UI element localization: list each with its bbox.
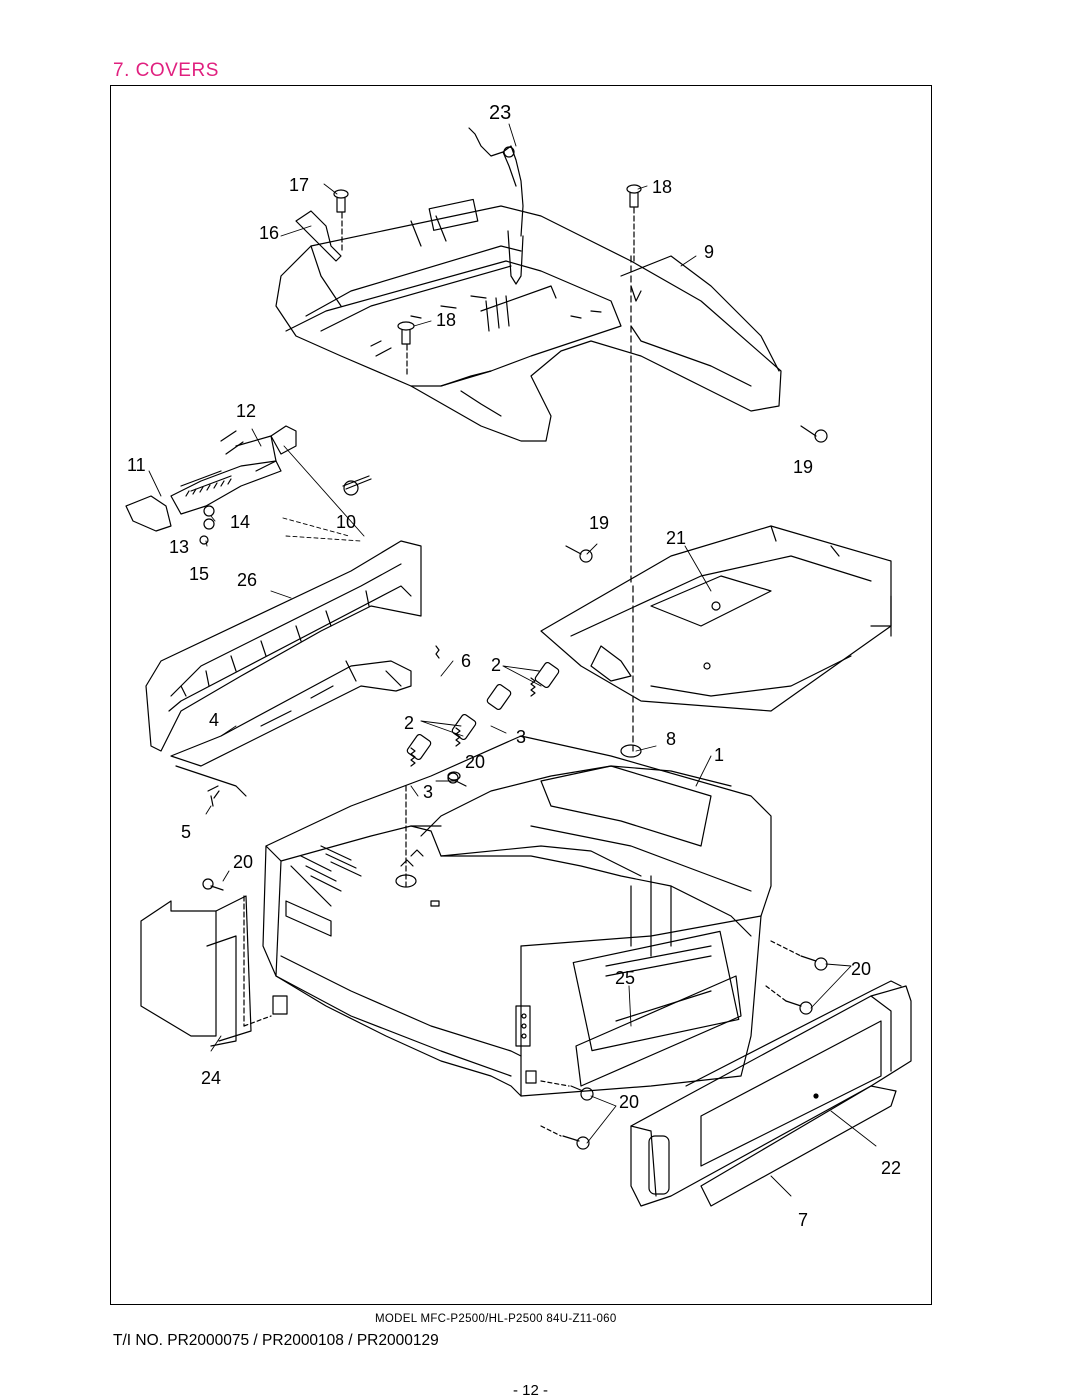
callout-11: 11	[127, 455, 146, 475]
label-part-25	[575, 975, 742, 1087]
callout-17: 17	[289, 175, 310, 195]
side-panel-part-24	[140, 895, 272, 1047]
rollers-springs-2-3	[406, 645, 560, 781]
paper-guide-parts-11-12	[125, 425, 372, 545]
callout-5: 5	[181, 822, 192, 842]
callout-20: 20	[619, 1092, 640, 1112]
screws-17-18	[333, 184, 642, 377]
wire-part-23	[468, 127, 524, 237]
page-number: - 12 -	[513, 1382, 549, 1399]
leader-lines	[148, 123, 877, 1197]
callout-20: 20	[233, 852, 254, 872]
callout-18: 18	[652, 177, 673, 197]
callout-16: 16	[259, 223, 280, 243]
callout-12: 12	[236, 401, 257, 421]
model-line: MODEL MFC-P2500/HL-P2500 84U-Z11-060	[375, 1313, 617, 1325]
bracket-part-16	[295, 210, 342, 262]
callout-18: 18	[436, 310, 457, 330]
front-cover-part-26	[145, 540, 422, 752]
screws-19-20	[202, 425, 828, 1150]
callout-20: 20	[465, 752, 486, 772]
callout-22: 22	[881, 1158, 902, 1178]
exploded-view-drawing	[125, 123, 912, 1207]
callout-6: 6	[461, 651, 472, 671]
callout-20: 20	[851, 959, 872, 979]
callout-24: 24	[201, 1068, 222, 1088]
callout-2: 2	[404, 713, 415, 733]
scanner-unit-part-21	[540, 525, 892, 712]
section-title: 7. COVERS	[113, 60, 219, 81]
callout-23: 23	[489, 102, 512, 124]
callout-10: 10	[336, 512, 357, 532]
callout-14: 14	[230, 512, 251, 532]
callout-2: 2	[491, 655, 502, 675]
callout-25: 25	[615, 968, 636, 988]
ti-number-line: T/I NO. PR2000075 / PR2000108 / PR200012…	[113, 1332, 439, 1349]
callout-13: 13	[169, 537, 190, 557]
paper-tray-cover-part-22	[630, 980, 912, 1207]
callout-4: 4	[209, 710, 220, 730]
callout-19: 19	[793, 457, 814, 477]
callout-21: 21	[666, 528, 687, 548]
callout-3: 3	[516, 727, 527, 747]
callout-3: 3	[423, 782, 434, 802]
callout-19: 19	[589, 513, 610, 533]
exploded-view-frame: 23 17 18 16 9 18 12 11 19 14 10 19 21 13…	[110, 85, 932, 1305]
callout-9: 9	[704, 242, 715, 262]
paper-exit-roller-part-4	[170, 660, 412, 807]
callout-7: 7	[798, 1210, 809, 1230]
callout-1: 1	[714, 745, 725, 765]
callout-26: 26	[237, 570, 258, 590]
main-body-part-1	[262, 255, 772, 1097]
callout-15: 15	[189, 564, 210, 584]
callout-8: 8	[666, 729, 677, 749]
top-cover-part-9	[275, 198, 782, 442]
